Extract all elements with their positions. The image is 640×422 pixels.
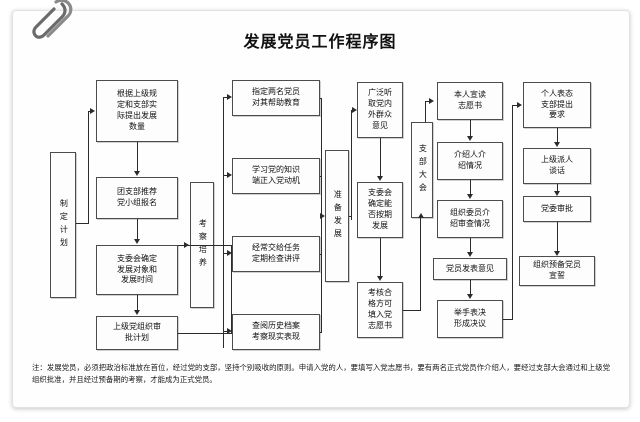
arrow-prep2 <box>377 176 383 181</box>
conn-meet5-right <box>503 319 513 320</box>
arrow-approval1 <box>517 102 522 108</box>
box-plan-3: 支委会确定发展对象和发展时间 <box>96 245 178 295</box>
conn-plan-bracket-v <box>88 111 89 223</box>
conn-train-stage-in <box>178 245 186 246</box>
arrow-meeting4 <box>467 252 473 257</box>
conn-prep2-prep3 <box>380 238 381 276</box>
arrow-plan1 <box>90 108 95 114</box>
box-prepare-1: 广泛听取党内外群众意见 <box>357 82 403 138</box>
arrow-prep1 <box>352 107 357 113</box>
box-plan-1: 根据上级规定和支部实际提出发展数量 <box>96 80 178 142</box>
box-prepare-2: 支委会确定能否按期发展 <box>357 182 403 238</box>
page-title: 发展党员工作程序图 <box>243 32 397 51</box>
arrow-train2 <box>227 172 232 178</box>
conn-to-train-h <box>178 245 232 246</box>
conn-plan4-right <box>178 333 232 334</box>
stage-plan: 制定计划 <box>50 152 76 298</box>
box-meeting-3: 组织委员介绍审查情况 <box>437 200 503 238</box>
box-train-3: 经常交给任务定期检查讲评 <box>232 236 320 272</box>
conn-prep-out <box>349 216 352 217</box>
arrow-prep3 <box>377 276 383 281</box>
conn-train2-in <box>223 175 229 176</box>
conn-appr1-appr2 <box>557 128 558 142</box>
conn-train4-out <box>320 332 322 333</box>
arrow-approval4 <box>554 251 560 256</box>
conn-meet3-meet4 <box>470 238 471 252</box>
stage-prepare: 准备发展 <box>325 150 349 282</box>
conn-train4-in <box>223 331 229 332</box>
conn-prep3-right <box>403 310 421 311</box>
conn-plan-stage-out <box>76 223 89 224</box>
arrow-plan4 <box>134 310 140 315</box>
conn-appr3-appr4 <box>557 222 558 251</box>
conn-plan2-plan3 <box>137 219 138 239</box>
box-train-2: 学习党的知识端正入党动机 <box>232 158 320 194</box>
conn-meet1-meet2 <box>470 120 471 136</box>
stage-branch-meeting: 支部大会 <box>411 122 433 218</box>
conn-train3-in <box>223 253 229 254</box>
stage-prepare-label: 准备发展 <box>333 190 343 242</box>
box-train-1: 指定两名党员对其帮助教育 <box>232 80 320 116</box>
conn-prep1-prep2 <box>380 138 381 176</box>
box-meeting-5: 举手表决形成决议 <box>437 300 503 338</box>
box-plan-2: 团支部推荐党小组报名 <box>96 177 178 219</box>
arrow-train1 <box>227 94 232 100</box>
conn-meet2-meet3 <box>470 180 471 194</box>
arrow-train3 <box>227 250 232 256</box>
conn-appr2-appr3 <box>557 184 558 191</box>
conn-prep3-up <box>420 218 421 310</box>
box-meeting-1: 本人宣读志愿书 <box>437 82 503 120</box>
conn-train-fan-v <box>223 97 224 348</box>
footnote: 注：发展党员，必须把政治标准放在首位，经过党的支部，坚持个别吸收的原则。申请入党… <box>32 363 610 385</box>
conn-prep-fan-v <box>351 110 352 220</box>
conn-approval1-in <box>512 105 519 106</box>
arrow-meeting-stage <box>418 213 424 218</box>
conn-approval-up <box>512 105 513 319</box>
arrow-plan2 <box>134 171 140 176</box>
conn-plan1-plan2 <box>137 142 138 171</box>
box-approval-4: 组织预备党员宣誓 <box>519 256 595 286</box>
conn-plan3-plan4 <box>137 295 138 310</box>
box-meeting-2: 介绍人介绍情况 <box>437 142 503 180</box>
paperclip-icon <box>32 0 73 39</box>
arrow-plan3 <box>134 239 140 244</box>
conn-meeting-fan-v <box>425 101 426 122</box>
conn-train-out <box>214 245 224 246</box>
conn-meeting1-in <box>425 101 431 102</box>
arrow-meeting5 <box>467 294 473 299</box>
box-plan-4: 上级党组织审批计划 <box>96 316 178 350</box>
arrow-train-stage <box>184 242 189 248</box>
arrow-meeting1 <box>429 98 434 104</box>
stage-plan-label: 制定计划 <box>59 199 69 251</box>
arrow-approval3 <box>554 191 560 196</box>
box-approval-3: 党委审批 <box>523 196 591 222</box>
stage-branch-meeting-label: 支部大会 <box>418 144 428 196</box>
arrow-meeting3 <box>467 194 473 199</box>
arrow-meeting2 <box>467 136 473 141</box>
arrow-prepare-stage <box>320 213 325 219</box>
conn-meet4-meet5 <box>470 280 471 294</box>
box-prepare-3: 考核合格方可填入党志愿书 <box>357 282 403 338</box>
conn-train1-in <box>223 97 229 98</box>
conn-plan4-up <box>231 245 232 333</box>
box-approval-2: 上级派人谈话 <box>523 148 591 184</box>
box-meeting-4: 党员发表意见 <box>433 258 507 280</box>
conn-plan-top <box>88 111 91 112</box>
arrow-approval2 <box>554 142 560 147</box>
arrow-train4 <box>227 328 232 334</box>
box-train-4: 查阅历史档案考察现实表现 <box>232 314 320 350</box>
box-approval-1: 个人表态支部提出要求 <box>523 82 591 128</box>
